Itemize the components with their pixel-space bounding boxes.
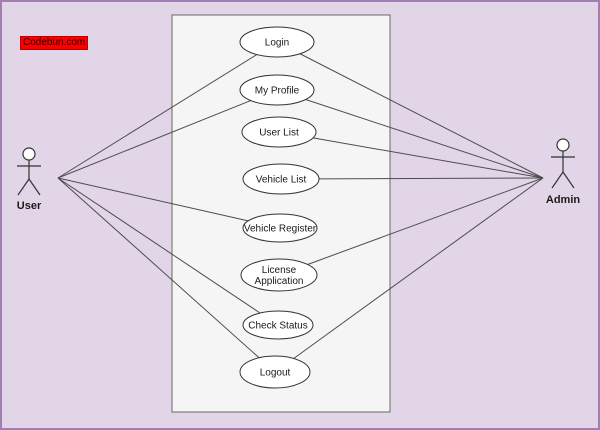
usecase-label-check-status: Check Status — [248, 321, 307, 332]
usecase-ellipse-vehicle-register[interactable] — [242, 213, 318, 243]
edge-user-my-profile[interactable] — [57, 100, 251, 179]
usecase-vehicle-list[interactable]: Vehicle List — [242, 163, 320, 195]
usecase-my-profile[interactable]: My Profile — [239, 74, 315, 106]
usecase-label-vehicle-register: Vehicle Register — [244, 224, 317, 235]
edge-user-login[interactable] — [57, 54, 258, 179]
usecase-ellipse-user-list[interactable] — [241, 116, 317, 148]
usecase-ellipse-login[interactable] — [239, 26, 315, 58]
usecase-ellipse-check-status[interactable] — [242, 310, 314, 340]
usecase-ellipse-my-profile[interactable] — [239, 74, 315, 106]
usecase-vehicle-register[interactable]: Vehicle Register — [242, 213, 318, 243]
edge-admin-vehicle-list[interactable] — [318, 177, 544, 180]
actor-label-user: User — [17, 200, 42, 212]
edge-admin-login[interactable] — [299, 53, 544, 179]
system-boundary[interactable] — [171, 14, 391, 413]
usecase-ellipse-logout[interactable] — [239, 355, 311, 389]
usecase-label-vehicle-list: Vehicle List — [256, 175, 307, 186]
edge-admin-logout[interactable] — [293, 177, 544, 359]
usecase-login[interactable]: Login — [239, 26, 315, 58]
actor-user[interactable]: User — [17, 147, 42, 212]
usecase-label-logout: Logout — [260, 368, 291, 379]
usecase-label-login: Login — [265, 38, 289, 49]
actor-head-user — [22, 147, 36, 161]
usecase-user-list[interactable]: User List — [241, 116, 317, 148]
usecase-label-user-list: User List — [259, 128, 299, 139]
usecase-check-status[interactable]: Check Status — [242, 310, 314, 340]
edge-user-logout[interactable] — [57, 177, 260, 359]
edge-admin-user-list[interactable] — [312, 137, 544, 179]
usecase-ellipse-vehicle-list[interactable] — [242, 163, 320, 195]
edge-admin-my-profile[interactable] — [305, 99, 544, 179]
actor-leg-left-admin — [551, 171, 564, 189]
actor-admin[interactable]: Admin — [546, 138, 581, 206]
edge-user-vehicle-register[interactable] — [57, 177, 249, 222]
usecase-ellipse-license-application[interactable] — [240, 258, 318, 292]
actor-label-admin: Admin — [546, 194, 581, 206]
actor-leg-left-user — [17, 178, 30, 196]
edge-user-check-status[interactable] — [57, 177, 261, 314]
usecase-logout[interactable]: Logout — [239, 355, 311, 389]
actor-head-admin — [556, 138, 570, 152]
actor-leg-right-admin — [562, 171, 575, 189]
usecase-label-my-profile: My Profile — [255, 86, 300, 97]
actor-leg-right-user — [28, 178, 41, 196]
edge-admin-license-application[interactable] — [307, 177, 544, 265]
watermark-label: Codebun.com — [20, 36, 89, 50]
